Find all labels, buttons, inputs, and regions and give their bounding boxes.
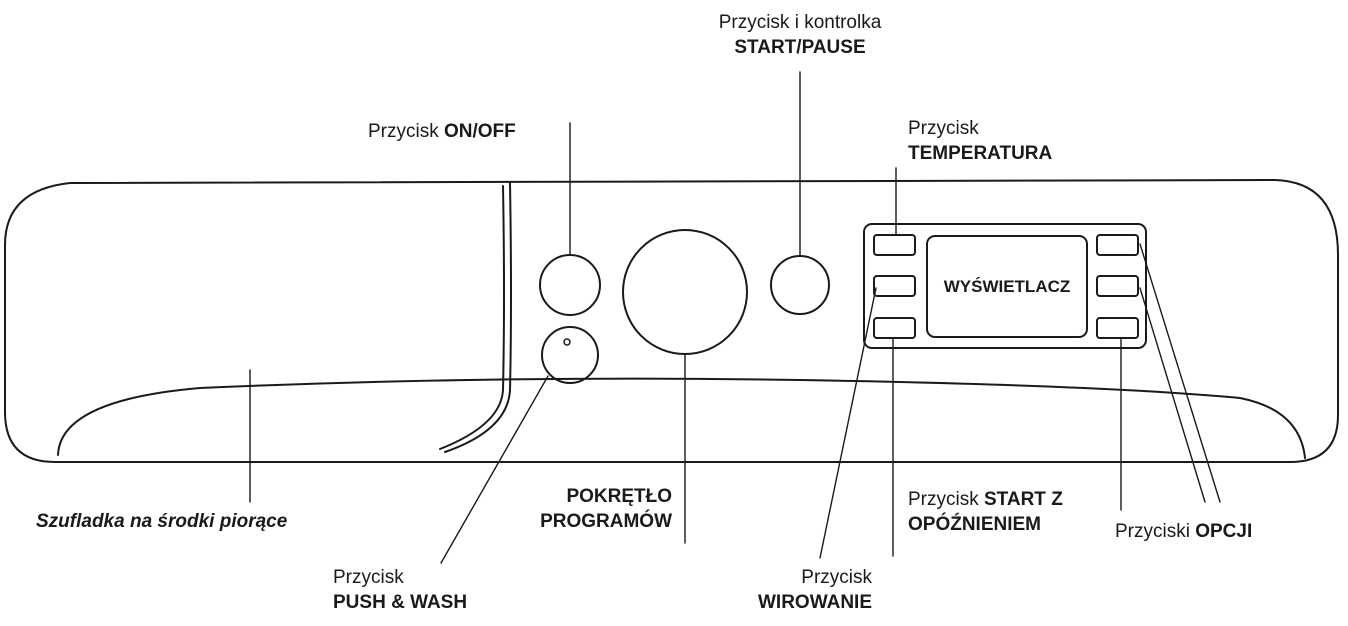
temperatura-prefix: Przycisk	[908, 118, 979, 139]
option-key-3	[1096, 317, 1139, 339]
option-key-1	[1096, 234, 1139, 256]
push-wash-button	[541, 326, 599, 384]
start-delay-prefix: Przycisk	[908, 489, 984, 510]
panel-outline	[4, 179, 1339, 463]
pokretlo-line2: PROGRAMÓW	[540, 511, 672, 532]
leader-opcji-2	[1139, 287, 1206, 503]
on-off-label: Przycisk ON/OFF	[368, 119, 516, 144]
wirowanie-key	[873, 275, 916, 297]
on-off-bold: ON/OFF	[444, 121, 516, 142]
wirowanie-bold: WIROWANIE	[758, 592, 872, 613]
on-off-button	[539, 254, 601, 316]
push-wash-label: Przycisk PUSH & WASH	[333, 565, 467, 615]
temperatura-bold: TEMPERATURA	[908, 143, 1053, 164]
szufladka-label: Szufladka na środki piorące	[36, 509, 287, 534]
display-frame	[863, 223, 1147, 349]
temperatura-key	[873, 234, 916, 256]
display-screen	[926, 235, 1088, 338]
drawer-divider	[444, 182, 512, 453]
push-wash-prefix: Przycisk	[333, 567, 404, 588]
start-delay-key	[873, 317, 916, 339]
program-knob	[622, 229, 748, 355]
panel-lower-curve	[57, 377, 1306, 459]
wirowanie-prefix: Przycisk	[801, 567, 872, 588]
opcji-label: Przyciski OPCJI	[1115, 519, 1252, 544]
display-label: WYŚWIETLACZ	[943, 277, 1071, 296]
leader-wirowanie	[819, 287, 877, 559]
leader-push-wash	[440, 375, 549, 564]
pokretlo-line1: POKRĘTŁO	[566, 486, 672, 507]
drawer-divider-inner	[439, 185, 505, 450]
push-wash-bold: PUSH & WASH	[333, 592, 468, 613]
wirowanie-label: Przycisk WIROWANIE	[690, 565, 872, 615]
start-delay-bold2: OPÓŹNIENIEM	[908, 514, 1042, 535]
start-pause-prefix: Przycisk i kontrolka	[718, 12, 882, 33]
leader-opcji-1	[1139, 243, 1221, 503]
start-delay-label: Przycisk START Z OPÓŹNIENIEM	[908, 487, 1063, 537]
temperatura-label: Przycisk TEMPERATURA	[908, 116, 1052, 166]
szufladka-text: Szufladka na środki piorące	[36, 511, 288, 532]
start-pause-label: Przycisk i kontrolka START/PAUSE	[650, 10, 950, 60]
opcji-bold: OPCJI	[1195, 521, 1253, 542]
pokretlo-label: POKRĘTŁO PROGRAMÓW	[440, 484, 672, 534]
option-key-2	[1096, 275, 1139, 297]
opcji-prefix: Przyciski	[1115, 521, 1196, 542]
push-wash-led	[563, 338, 571, 346]
start-pause-button	[770, 255, 830, 315]
on-off-prefix: Przycisk	[368, 121, 444, 142]
start-delay-bold1: START Z	[984, 489, 1063, 510]
start-pause-bold: START/PAUSE	[734, 37, 866, 58]
